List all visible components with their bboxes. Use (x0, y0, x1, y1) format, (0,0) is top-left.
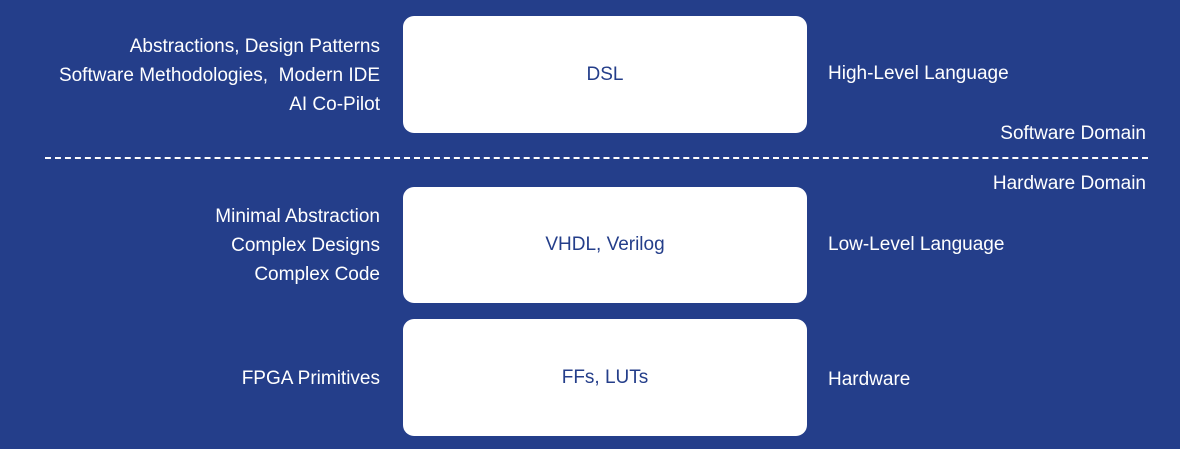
feature: Abstractions, Design Patterns (129, 36, 380, 57)
dsl-box: DSL (403, 16, 807, 133)
software-domain-label: Software Domain (1000, 123, 1146, 144)
feature: Software Methodologies, Modern IDE (58, 65, 380, 86)
feature: Complex Designs (231, 235, 380, 256)
low-level-label: Low-Level Language (828, 234, 1005, 255)
feature: FPGA Primitives (241, 368, 380, 389)
hardware-box: FFs, LUTs (403, 319, 807, 436)
hardware-level-label: Hardware (828, 369, 911, 390)
hardware-label: FFs, LUTs (561, 366, 649, 388)
hdl-box: VHDL, Verilog (403, 187, 807, 303)
dsl-features: Abstractions, Design Patterns Software M… (59, 32, 380, 119)
domain-divider (45, 157, 1148, 159)
feature: AI Co-Pilot (289, 94, 380, 115)
hardware-domain-label: Hardware Domain (992, 173, 1146, 194)
feature: Complex Code (254, 264, 380, 285)
hardware-features: FPGA Primitives (242, 364, 380, 393)
hdl-features: Minimal Abstraction Complex Designs Comp… (215, 202, 380, 289)
hdl-label: VHDL, Verilog (545, 234, 665, 255)
high-level-label: High-Level Language (828, 63, 1009, 84)
feature: Minimal Abstraction (215, 206, 380, 227)
dsl-label: DSL (586, 63, 624, 85)
